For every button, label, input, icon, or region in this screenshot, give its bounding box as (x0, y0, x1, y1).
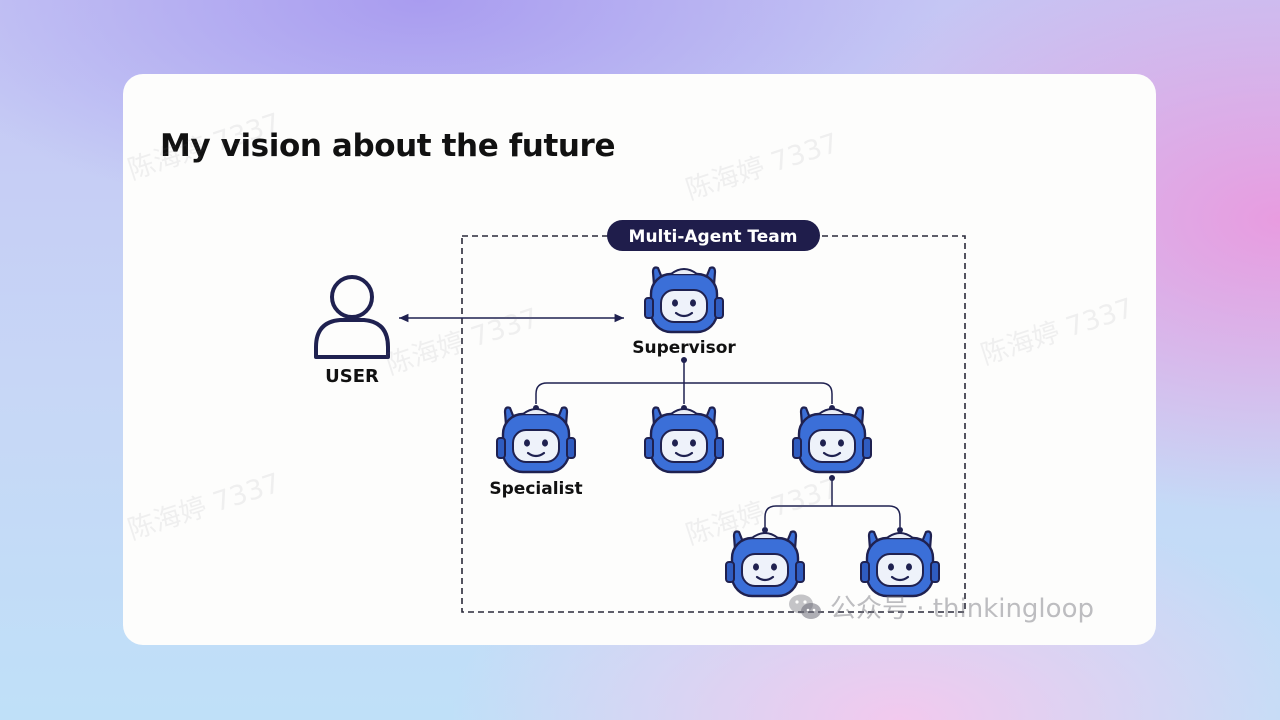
connector-dot (681, 357, 687, 363)
slide-card (123, 74, 1156, 645)
slide-title: My vision about the future (160, 128, 616, 164)
user-icon (314, 275, 390, 359)
agent-robot-icon (643, 406, 725, 474)
credit-watermark: 公众号 · thinkingloop (788, 588, 1094, 625)
supervisor-connectors (535, 360, 833, 404)
connector-dot (897, 527, 903, 533)
team-label: Multi-Agent Team (629, 227, 798, 247)
connector-dot (829, 475, 835, 481)
sub-connectors (764, 478, 901, 527)
credit-text: 公众号 · thinkingloop (830, 594, 1094, 624)
connector-dot (762, 527, 768, 533)
worker-robot-icon (724, 530, 806, 598)
wechat-icon (789, 594, 821, 619)
specialist-label: Specialist (489, 479, 582, 499)
supervisor-label: Supervisor (632, 338, 736, 358)
worker-robot-icon (859, 530, 941, 598)
supervisor-robot-icon (643, 266, 725, 334)
specialist-robot-icon (495, 406, 577, 474)
team-badge: Multi-Agent Team (607, 220, 820, 251)
sub-supervisor-robot-icon (791, 406, 873, 474)
user-label: USER (325, 366, 379, 387)
